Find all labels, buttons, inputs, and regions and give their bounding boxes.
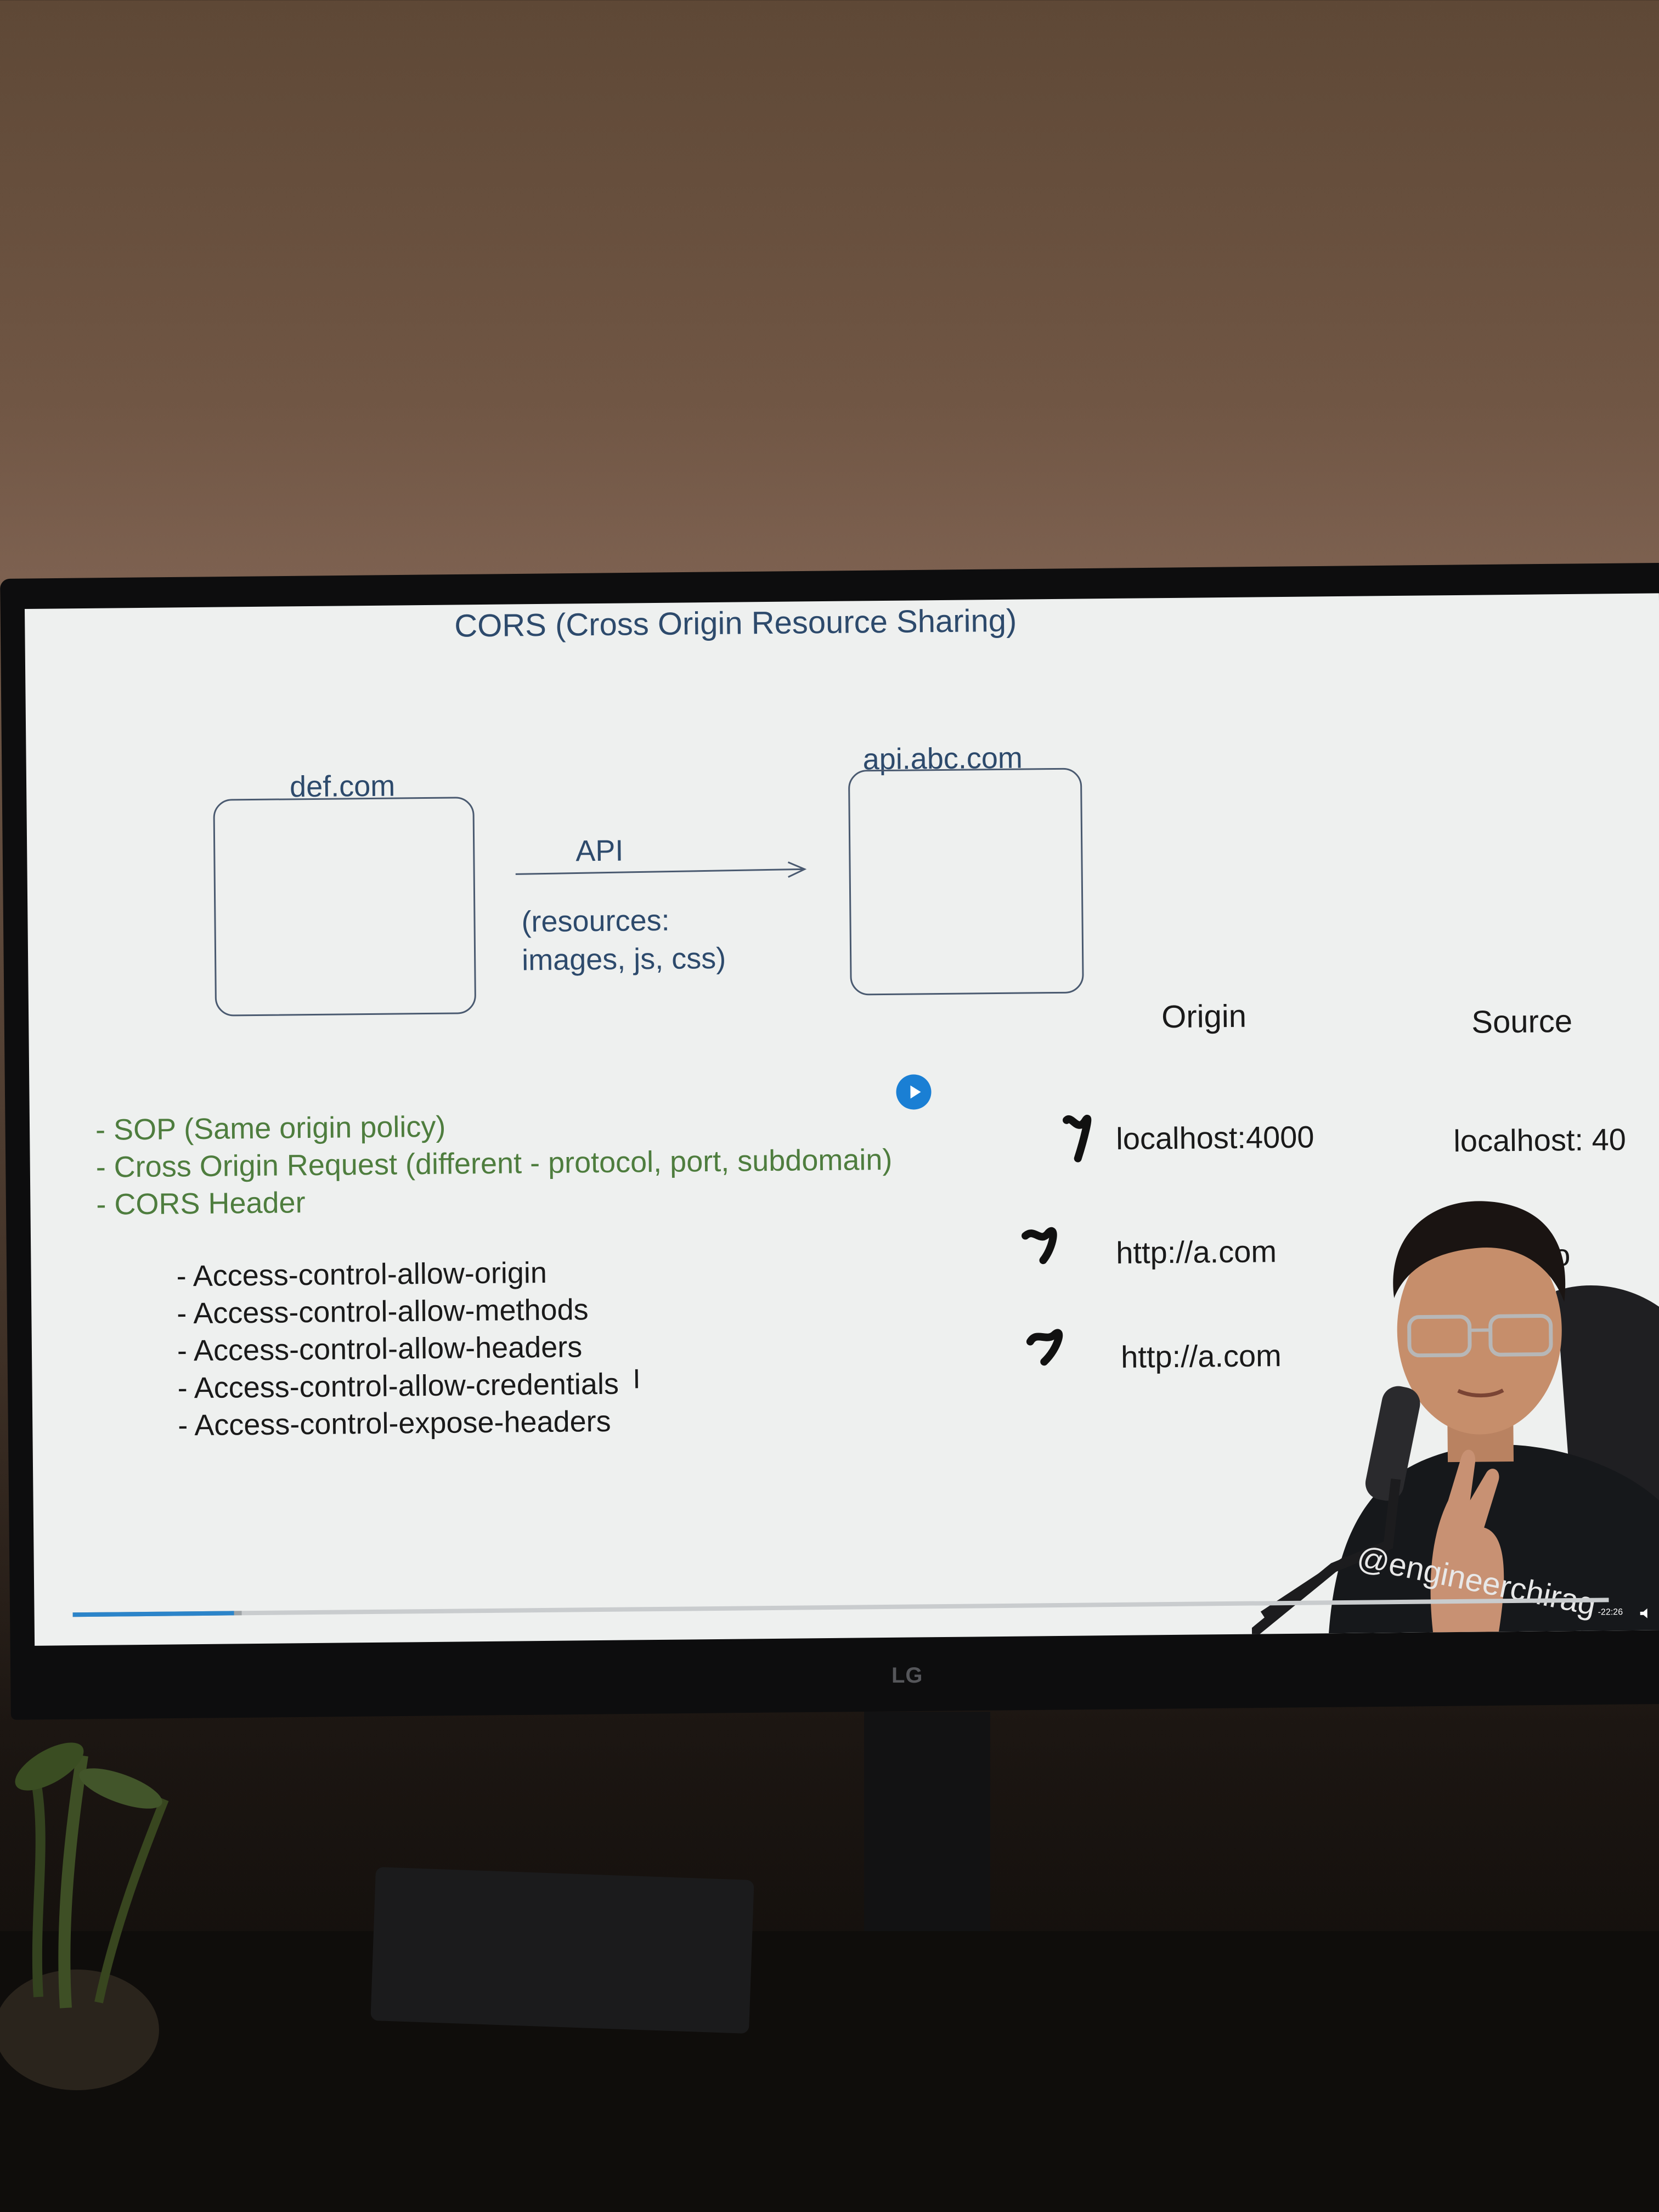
yes-mark-icon xyxy=(1026,1329,1063,1366)
volume-icon[interactable] xyxy=(1639,1607,1655,1620)
yes-mark-icon xyxy=(1022,1227,1057,1265)
bullet-cors-header: - CORS Header xyxy=(96,1186,306,1221)
header-expose-headers: - Access-control-expose-headers xyxy=(178,1404,611,1442)
resources-line-1: (resources: xyxy=(521,904,670,939)
presenter-webcam: @engineerchirag xyxy=(1249,1201,1659,1634)
origin-column-header: Origin xyxy=(1161,998,1247,1035)
slide-title: CORS (Cross Origin Resource Sharing) xyxy=(454,602,1017,644)
bullet-cross-origin: - Cross Origin Request (different - prot… xyxy=(95,1143,893,1184)
server-box xyxy=(848,768,1084,996)
header-allow-headers: - Access-control-allow-headers xyxy=(177,1330,583,1368)
bullet-sop: - SOP (Same origin policy) xyxy=(95,1110,446,1147)
play-button[interactable] xyxy=(896,1074,932,1110)
resources-line-2: images, js, css) xyxy=(521,941,726,977)
lg-logo: LG xyxy=(891,1663,923,1688)
video-player-screen[interactable]: CORS (Cross Origin Resource Sharing) def… xyxy=(25,593,1659,1646)
text-cursor-icon: I xyxy=(633,1363,641,1395)
header-allow-credentials: - Access-control-allow-credentials xyxy=(177,1367,619,1405)
yes-mark-icon xyxy=(1063,1115,1092,1163)
header-allow-methods: - Access-control-allow-methods xyxy=(177,1293,589,1330)
power-adapter xyxy=(370,1867,754,2034)
request-arrow xyxy=(515,861,807,878)
play-icon xyxy=(910,1085,921,1099)
client-box xyxy=(213,797,477,1017)
seek-bar-played xyxy=(72,1611,234,1617)
source-column-header: Source xyxy=(1471,1003,1573,1040)
time-remaining: -22:26 xyxy=(1598,1607,1623,1617)
potted-plant xyxy=(0,1742,169,2090)
desk-surface xyxy=(0,1931,1659,2212)
header-allow-origin: - Access-control-allow-origin xyxy=(176,1256,548,1293)
